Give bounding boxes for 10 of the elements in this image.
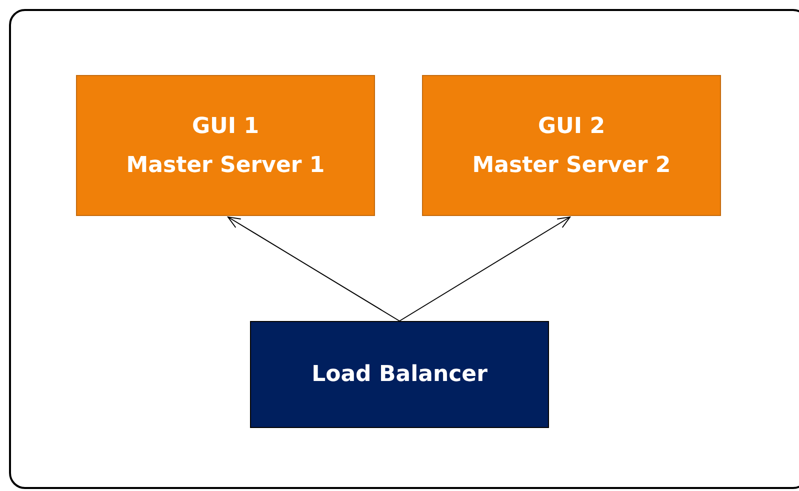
arrow	[399, 216, 570, 322]
server-box	[422, 75, 721, 216]
server-box	[76, 75, 375, 216]
box-title: GUI 1	[192, 114, 260, 138]
box-label: Load Balancer	[312, 362, 488, 387]
box-title: GUI 2	[538, 114, 606, 138]
balancer-box	[250, 321, 549, 428]
box-label: Master Server 2	[472, 152, 671, 178]
arrow	[228, 216, 400, 322]
box-label: Master Server 1	[126, 152, 325, 178]
